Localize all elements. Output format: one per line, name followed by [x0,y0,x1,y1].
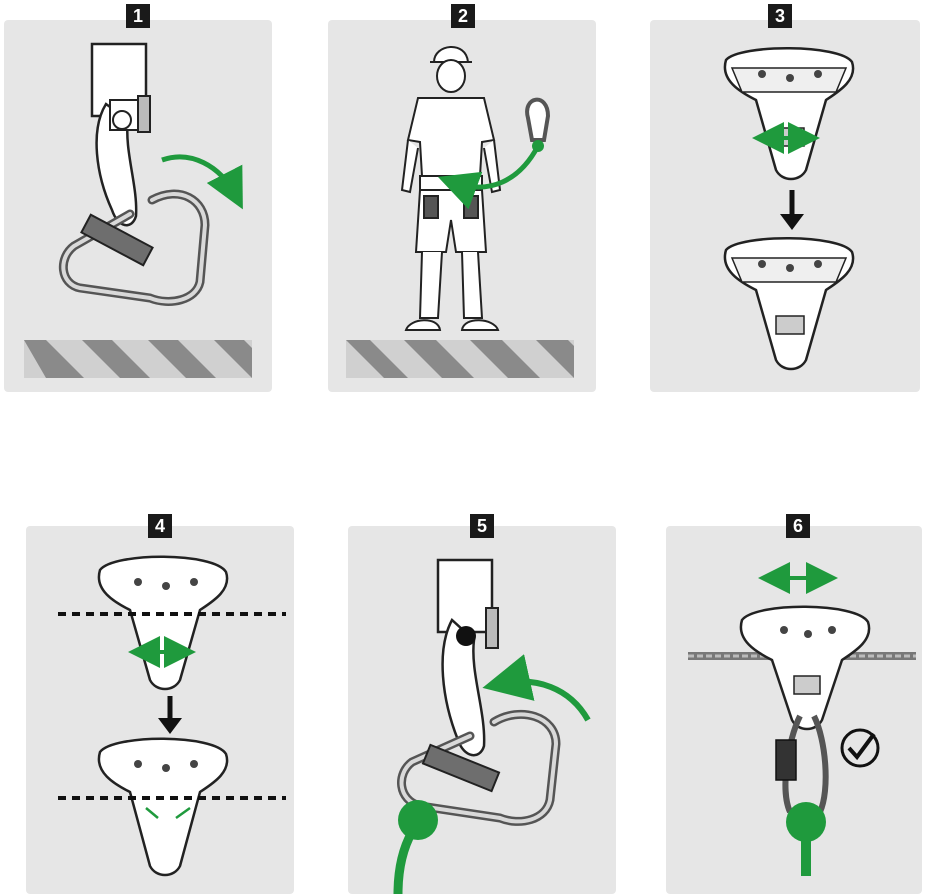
down-arrow-icon [780,190,804,230]
check-circle-icon [842,730,878,766]
step-3-illustration [725,48,853,369]
down-arrow-icon [158,696,182,734]
step-3-number: 3 [768,4,792,28]
step-6-number: 6 [786,514,810,538]
step-6-illustration [688,578,916,876]
step-5-number: 5 [470,514,494,538]
step-5-illustration [398,560,588,894]
step-1-illustration [24,44,252,378]
step-4-illustration [58,557,286,875]
step-2-number: 2 [451,4,475,28]
hazard-stripes [24,340,252,378]
step-2-illustration [346,47,574,378]
step-4-number: 4 [148,514,172,538]
hazard-stripes [346,340,574,378]
step-1-number: 1 [126,4,150,28]
